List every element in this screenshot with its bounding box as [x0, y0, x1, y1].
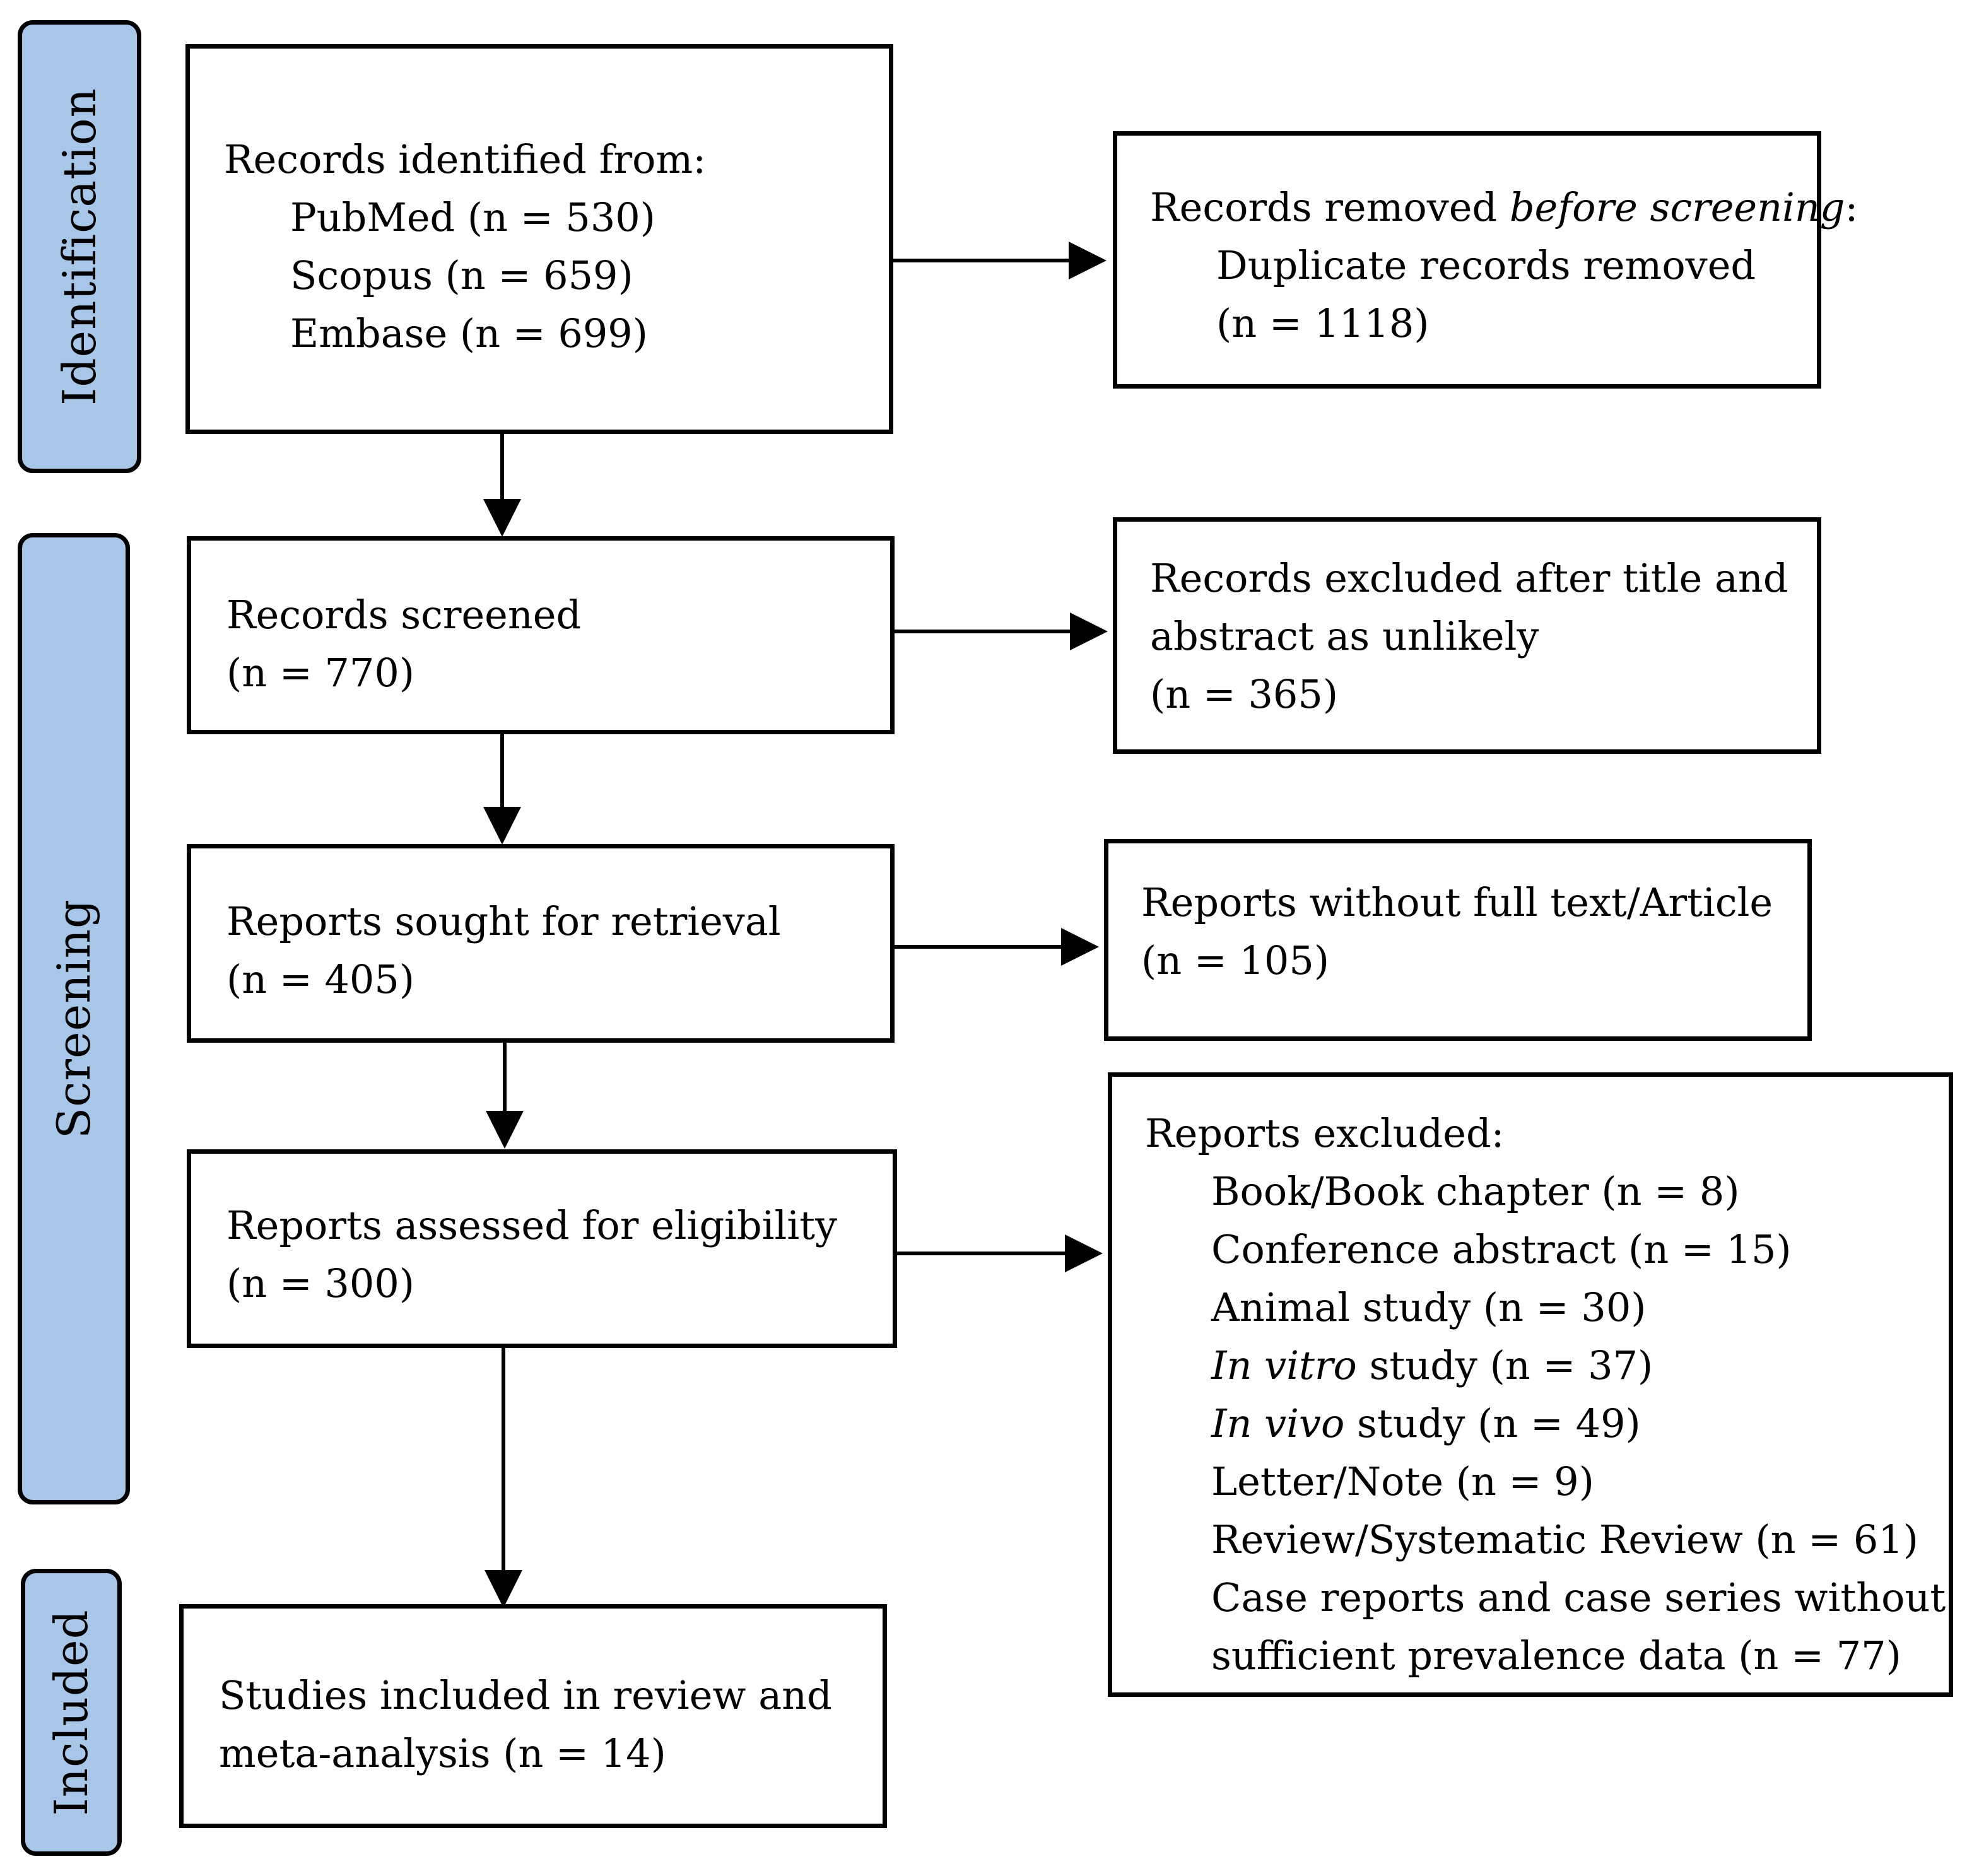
screened-label: Records screened: [226, 592, 582, 638]
phase-identification: Identification: [18, 20, 141, 473]
box-records-identified: Records identified from: PubMed (n = 530…: [185, 44, 893, 434]
reason-in-vivo: In vivo study (n = 49): [1211, 1400, 1641, 1446]
box-reports-sought: Reports sought for retrieval (n = 405): [187, 844, 895, 1043]
identified-embase: Embase (n = 699): [290, 310, 648, 356]
phase-included: Included: [21, 1569, 122, 1856]
excluded-line2: abstract as unlikely: [1150, 613, 1539, 659]
included-line2: meta-analysis (n = 14): [219, 1730, 666, 1776]
sought-label: Reports sought for retrieval: [226, 898, 781, 944]
assessed-label: Reports assessed for eligibility: [226, 1202, 838, 1248]
reason-in-vitro: In vitro study (n = 37): [1211, 1342, 1653, 1388]
nofulltext-count: (n = 105): [1141, 937, 1330, 983]
phase-screening: Screening: [18, 533, 130, 1504]
identified-pubmed: PubMed (n = 530): [290, 194, 655, 240]
reason-letter: Letter/Note (n = 9): [1211, 1458, 1594, 1504]
nofulltext-label: Reports without full text/Article: [1141, 879, 1773, 925]
reason-review: Review/Systematic Review (n = 61): [1211, 1516, 1918, 1562]
box-reports-excluded: Reports excluded: Book/Book chapter (n =…: [1108, 1072, 1953, 1697]
assessed-count: (n = 300): [226, 1260, 415, 1306]
box-reports-no-fulltext: Reports without full text/Article (n = 1…: [1104, 839, 1812, 1041]
box-reports-assessed: Reports assessed for eligibility (n = 30…: [187, 1149, 897, 1348]
screened-count: (n = 770): [226, 650, 415, 696]
reason-conference: Conference abstract (n = 15): [1211, 1226, 1792, 1272]
identified-title: Records identified from:: [224, 136, 707, 182]
reason-case-line1: Case reports and case series without: [1211, 1574, 1946, 1621]
removed-duplicates: Duplicate records removed: [1216, 242, 1756, 288]
reports-excluded-title: Reports excluded:: [1145, 1110, 1505, 1156]
excluded-line1: Records excluded after title and: [1150, 555, 1788, 601]
box-records-screened: Records screened (n = 770): [187, 536, 895, 734]
removed-count: (n = 1118): [1216, 300, 1430, 346]
excluded-count: (n = 365): [1150, 671, 1339, 717]
sought-count: (n = 405): [226, 956, 415, 1002]
reason-animal: Animal study (n = 30): [1211, 1284, 1647, 1330]
reason-book: Book/Book chapter (n = 8): [1211, 1168, 1740, 1214]
reason-case-line2: sufficient prevalence data (n = 77): [1211, 1633, 1901, 1679]
removed-title: Records removed before screening:: [1150, 184, 1858, 230]
box-records-removed: Records removed before screening: Duplic…: [1113, 131, 1858, 389]
included-line1: Studies included in review and: [219, 1672, 832, 1718]
box-studies-included: Studies included in review and meta-anal…: [179, 1604, 887, 1828]
identified-scopus: Scopus (n = 659): [290, 252, 633, 298]
box-records-excluded: Records excluded after title and abstrac…: [1113, 517, 1821, 754]
